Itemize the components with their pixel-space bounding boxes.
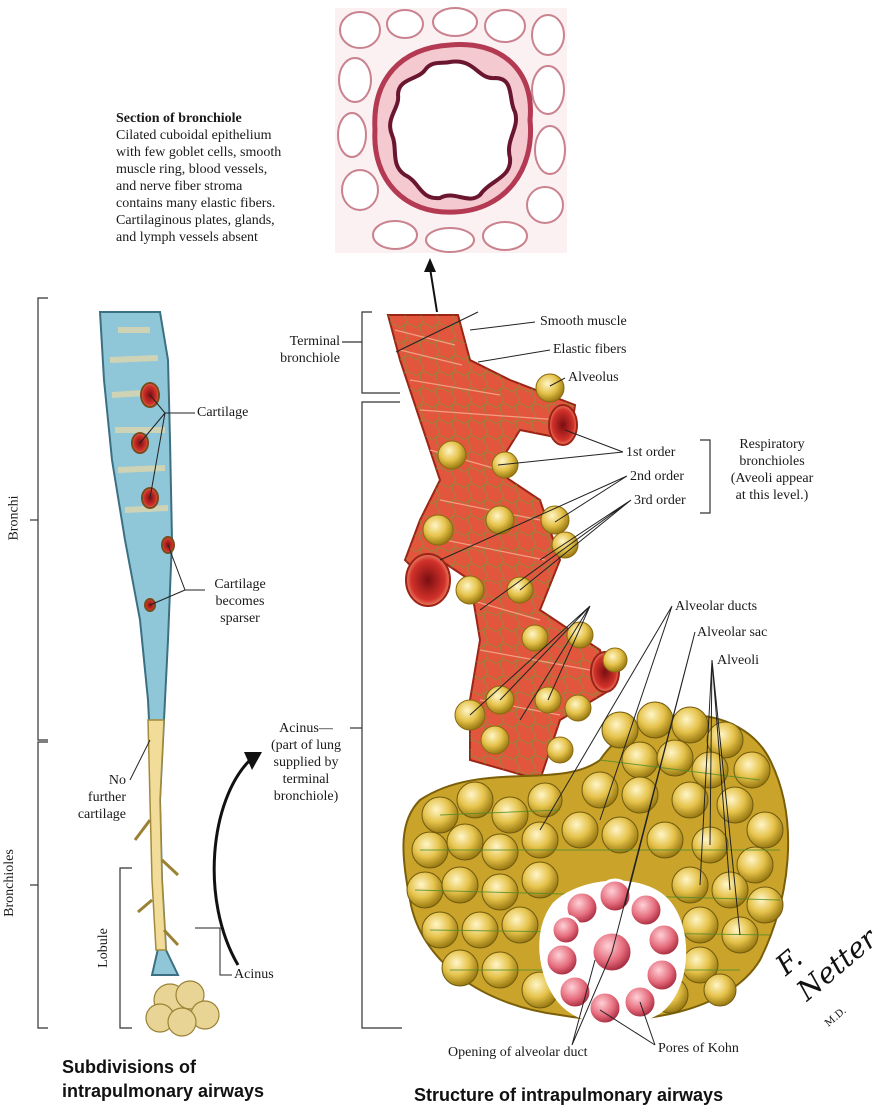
bronchiole-section-illustration — [335, 8, 567, 253]
alveolar-cluster — [403, 702, 788, 1024]
opening-alveolar-duct-label: Opening of alveolar duct — [448, 1044, 588, 1061]
section-arrow — [424, 258, 437, 312]
elastic-fibers-label: Elastic fibers — [553, 341, 626, 358]
left-caption: Subdivisions of intrapulmonary airways — [62, 1055, 302, 1103]
no-further-cartilage-label: No further cartilage — [62, 772, 126, 823]
cartilage-sparser-label: Cartilage becomes sparser — [205, 576, 275, 627]
acinus-curved-arrow — [214, 752, 262, 965]
section-description: Section of bronchiole Cilated cuboidal e… — [116, 110, 331, 246]
second-order-label: 2nd order — [630, 468, 684, 485]
lobule-label: Lobule — [96, 928, 112, 968]
pores-of-kohn-label: Pores of Kohn — [658, 1040, 739, 1057]
alveolar-sac-label: Alveolar sac — [697, 624, 767, 641]
right-caption: Structure of intrapulmonary airways — [414, 1083, 723, 1107]
alveolar-sac-section — [542, 880, 683, 1024]
first-order-label: 1st order — [626, 444, 675, 461]
bronchioles-label: Bronchioles — [2, 849, 18, 917]
section-title: Section of bronchiole — [116, 110, 331, 127]
acinus-right-label: Acinus— (part of lung supplied by termin… — [256, 720, 356, 805]
alveolus-label: Alveolus — [568, 369, 619, 386]
third-order-label: 3rd order — [634, 492, 686, 509]
alveoli-label: Alveoli — [717, 652, 759, 669]
smooth-muscle-label: Smooth muscle — [540, 313, 627, 330]
terminal-bronchiole-label: Terminal bronchiole — [258, 333, 340, 367]
respiratory-bronchioles-label: Respiratory bronchioles (Aveoli appear a… — [717, 436, 827, 504]
alveolar-ducts-label: Alveolar ducts — [675, 598, 757, 615]
section-body: Cilated cuboidal epithelium with few gob… — [116, 127, 331, 246]
cartilage-label: Cartilage — [197, 404, 248, 421]
bronchi-label: Bronchi — [7, 495, 23, 540]
acinus-left-label: Acinus — [234, 966, 274, 983]
